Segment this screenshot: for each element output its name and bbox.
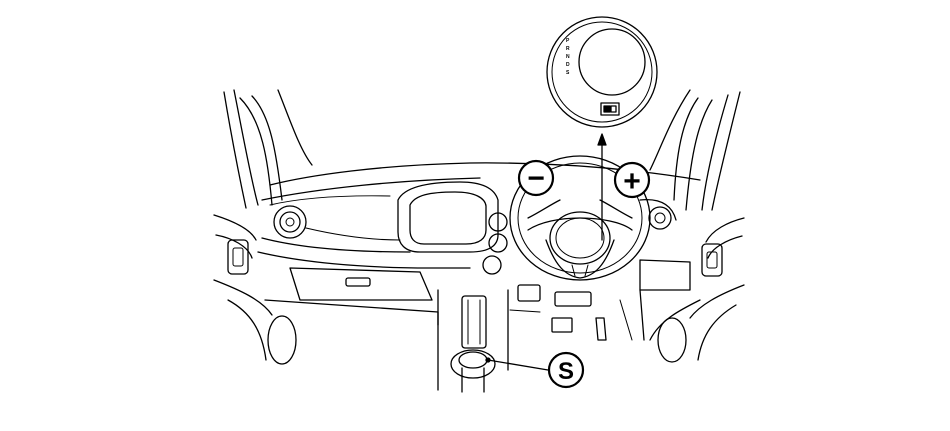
accelerator-pedal (595, 317, 607, 341)
right-door-frame (649, 89, 745, 363)
lower-switch-panel (554, 291, 592, 307)
right-door-speaker (657, 317, 687, 363)
gear-position-letters: P R N D S (566, 38, 570, 76)
gear-letter-p: P (566, 38, 570, 44)
right-pillar-mid (701, 94, 729, 211)
callout-minus-label: − (527, 162, 545, 195)
gauge-inset: P R N D S (546, 16, 658, 128)
gear-letter-s: S (566, 70, 570, 76)
callout-minus: − (517, 159, 555, 197)
footwell-lines (509, 299, 633, 341)
gauge-inset-outer-ring (546, 16, 658, 128)
dash-trim-strip (305, 227, 401, 241)
gear-indicator-icon (600, 102, 620, 116)
right-pillar-inner (685, 99, 713, 211)
right-air-vent-inner (654, 212, 666, 224)
left-door-panel (227, 299, 267, 361)
right-air-vent (648, 206, 672, 230)
center-vent-middle (488, 233, 508, 253)
left-windshield-edge (277, 89, 313, 166)
left-door-upper (213, 214, 257, 241)
steering-hub-lower (545, 239, 615, 279)
gear-indicator-frame (600, 102, 620, 116)
left-air-vent (273, 205, 307, 239)
right-door-panel (697, 304, 737, 361)
paddle-left-mount (527, 199, 561, 219)
arrow-head (597, 133, 607, 146)
shift-knob-top (458, 351, 488, 369)
driver-area (509, 199, 701, 341)
dash-lower-edge (257, 251, 471, 269)
steering-wheel-rim-inner (517, 162, 643, 274)
callout-plus-label: + (623, 165, 641, 198)
left-door-mid (215, 234, 253, 259)
gear-letter-n: N (566, 54, 570, 60)
paddle-right-mount (599, 199, 633, 219)
right-windshield-edge (649, 89, 691, 171)
right-vent-housing (639, 199, 677, 221)
glovebox (289, 267, 433, 301)
shift-knob-base (450, 349, 496, 379)
gear-letter-d: D (566, 62, 570, 68)
shift-lever-stem (461, 367, 485, 393)
gauge-inset-dial (578, 28, 646, 96)
right-door-upper (705, 217, 745, 243)
center-vent-upper (488, 212, 508, 232)
s-leader-dot (485, 357, 491, 363)
right-pillar-outer (711, 91, 741, 211)
leader-arrow (597, 133, 607, 241)
callout-s: S (547, 351, 585, 389)
left-pillar-inner (239, 97, 273, 206)
right-door-mid (707, 235, 743, 259)
shift-gate-slots (467, 299, 481, 345)
callout-plus: + (613, 161, 651, 199)
dash-top-line (269, 195, 391, 206)
right-door-handle (701, 243, 723, 277)
right-footwell-edge (639, 289, 701, 341)
right-door-handle-inner (706, 251, 718, 269)
dash-top-inner (261, 177, 481, 201)
steering-wheel-rim (509, 155, 651, 281)
glovebox-handle (345, 277, 371, 287)
right-door-lower (689, 284, 745, 319)
steering-spoke-horizontal (527, 217, 633, 231)
left-door-lower (213, 279, 273, 316)
dash-mid-edge (261, 237, 411, 253)
gear-indicator-block (603, 105, 611, 113)
left-pillar-mid (233, 89, 259, 206)
left-door-frame (213, 89, 313, 365)
callout-plus-circle (613, 161, 651, 199)
steering-airbag (549, 211, 611, 265)
gauge-inset-bezel (551, 21, 653, 123)
callout-s-circle (547, 351, 585, 389)
left-door-handle (227, 239, 249, 275)
callout-s-label: S (558, 358, 574, 385)
callout-minus-circle (517, 159, 555, 197)
left-pillar-trim (251, 95, 283, 201)
left-door-handle-inner (232, 247, 244, 267)
center-display-screen (409, 191, 487, 245)
gear-indicator-box (610, 105, 617, 113)
right-pillar-trim (673, 97, 699, 201)
left-air-vent-inner (279, 211, 301, 233)
center-vent-lower (482, 255, 502, 275)
steering-wheel (509, 155, 651, 281)
left-door-speaker (267, 315, 297, 365)
gear-letter-r: R (566, 46, 570, 52)
s-leader-line (487, 359, 549, 371)
center-display-hood (397, 181, 499, 253)
hazard-switch-panel (517, 284, 541, 302)
left-air-vent-center (285, 217, 295, 227)
brake-pedal (551, 317, 573, 333)
steering-lower-spoke (571, 264, 589, 277)
steering-airbag-inner (555, 217, 605, 259)
knee-panel (639, 259, 691, 291)
left-pillar-outer (223, 91, 247, 209)
center-console (437, 289, 549, 393)
shift-gate (461, 295, 487, 349)
